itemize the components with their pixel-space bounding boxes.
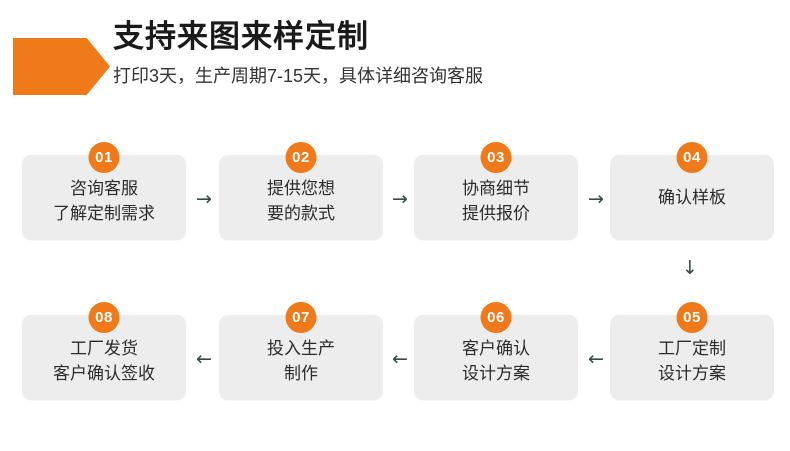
step-number-badge: 03 <box>480 142 512 173</box>
arrow-down-icon: ↓ <box>682 257 698 279</box>
step-label-line1: 提供您想 <box>267 178 335 198</box>
step-number-badge: 02 <box>285 142 317 173</box>
page-subtitle: 打印3天，生产周期7-15天，具体详细咨询客服 <box>113 66 484 86</box>
process-step-02[interactable]: 02 提供您想 要的款式 <box>219 142 383 240</box>
step-label: 工厂定制 设计方案 <box>658 330 726 386</box>
step-label-line2: 设计方案 <box>658 363 726 383</box>
step-label: 协商细节 提供报价 <box>462 170 530 226</box>
process-step-01[interactable]: 01 咨询客服 了解定制需求 <box>22 142 186 240</box>
step-label-line1: 工厂定制 <box>658 338 726 358</box>
arrow-left-icon: ← <box>196 348 212 370</box>
step-label-line1: 投入生产 <box>267 338 335 358</box>
arrow-right-icon: → <box>196 188 212 210</box>
step-label-line1: 确认样板 <box>658 188 726 207</box>
arrow-right-icon: → <box>588 188 604 210</box>
step-label-line1: 咨询客服 <box>70 178 138 198</box>
orange-pennant-icon <box>13 38 110 95</box>
process-step-07[interactable]: 07 投入生产 制作 <box>219 302 383 400</box>
step-number-badge: 05 <box>676 302 708 333</box>
step-number-badge: 01 <box>88 142 120 173</box>
step-label-line2: 制作 <box>284 363 318 383</box>
step-label: 提供您想 要的款式 <box>267 170 335 226</box>
process-flow-row-1: 01 咨询客服 了解定制需求 → 02 提供您想 要的款式 → 03 协商细节 … <box>0 140 790 245</box>
step-label: 工厂发货 客户确认签收 <box>53 330 155 386</box>
process-flow-row-2: 08 工厂发货 客户确认签收 ← 07 投入生产 制作 ← 06 客户确认 设计… <box>0 300 790 405</box>
step-label-line2: 客户确认签收 <box>53 363 155 383</box>
arrow-left-icon: ← <box>392 348 408 370</box>
step-number-badge: 06 <box>480 302 512 333</box>
page-header: 支持来图来样定制 打印3天，生产周期7-15天，具体详细咨询客服 <box>0 0 790 120</box>
header-text-group: 支持来图来样定制 打印3天，生产周期7-15天，具体详细咨询客服 <box>113 16 773 90</box>
step-label: 确认样板 <box>658 185 726 210</box>
step-label-line2: 提供报价 <box>462 203 530 223</box>
step-label: 咨询客服 了解定制需求 <box>53 170 155 226</box>
step-label: 投入生产 制作 <box>267 330 335 386</box>
step-label-line2: 了解定制需求 <box>53 203 155 223</box>
page-title: 支持来图来样定制 <box>113 19 369 54</box>
process-step-04[interactable]: 04 确认样板 <box>610 142 774 240</box>
step-number-badge: 07 <box>285 302 317 333</box>
process-step-08[interactable]: 08 工厂发货 客户确认签收 <box>22 302 186 400</box>
step-number-badge: 08 <box>88 302 120 333</box>
process-step-06[interactable]: 06 客户确认 设计方案 <box>414 302 578 400</box>
process-step-05[interactable]: 05 工厂定制 设计方案 <box>610 302 774 400</box>
arrow-left-icon: ← <box>588 348 604 370</box>
arrow-right-icon: → <box>392 188 408 210</box>
process-step-03[interactable]: 03 协商细节 提供报价 <box>414 142 578 240</box>
step-label-line1: 工厂发货 <box>70 338 138 358</box>
step-label: 客户确认 设计方案 <box>462 330 530 386</box>
step-label-line1: 客户确认 <box>462 338 530 358</box>
step-number-badge: 04 <box>676 142 708 173</box>
step-label-line2: 设计方案 <box>462 363 530 383</box>
step-label-line2: 要的款式 <box>267 203 335 223</box>
step-label-line1: 协商细节 <box>462 178 530 198</box>
